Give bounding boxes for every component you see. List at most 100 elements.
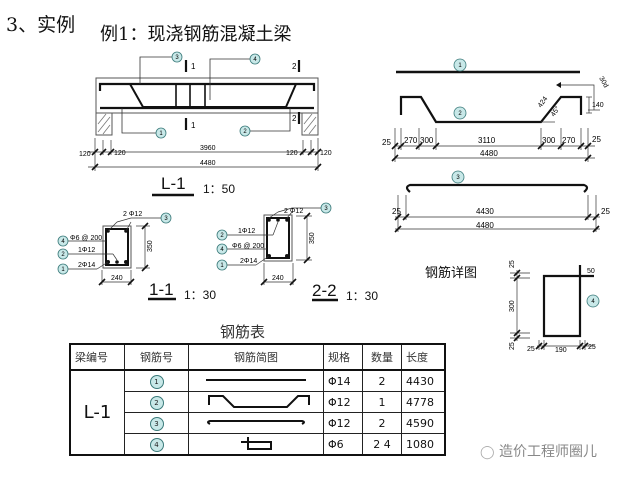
callout-s1-2: 2 xyxy=(57,248,69,260)
table-row: 4 Φ6 2 4 1080 xyxy=(70,433,446,456)
rebar-table-title: 钢筋表 xyxy=(220,323,266,341)
watermark-text: 造价工程师圈儿 xyxy=(499,444,598,460)
callout-s2-2: 2 xyxy=(216,229,228,241)
callout-elev-3: 3 xyxy=(171,51,183,63)
section-mark-2-bottom: 2 xyxy=(292,114,297,123)
length-cell: 4778 xyxy=(401,391,446,413)
svg-text:2: 2 xyxy=(243,129,247,135)
rebar-3-detail: 25 4430 25 4480 xyxy=(392,183,610,233)
dim-v-300: 300 xyxy=(509,300,516,312)
section-1-1: 2 Φ12 Φ6 @ 200 1Φ12 2Φ14 240 350 xyxy=(66,211,162,286)
anchor-length: 30d xyxy=(597,76,609,90)
section-mark-1-bottom: 1 xyxy=(191,121,196,130)
col-header-bar-no: 钢筋号 xyxy=(124,343,189,371)
dim-300-left: 300 xyxy=(420,136,434,145)
qty-cell: 2 xyxy=(362,369,402,392)
dim-25-right: 25 xyxy=(601,207,610,216)
bend-angle: 45° xyxy=(549,105,562,118)
dim-270-right: 270 xyxy=(562,136,576,145)
svg-text:3: 3 xyxy=(164,216,168,222)
dim-25-left: 25 xyxy=(382,138,391,147)
svg-text:1: 1 xyxy=(61,267,65,273)
callout-s1-1: 1 xyxy=(57,263,69,275)
label-stirrup: Φ6 @ 200 xyxy=(70,235,102,242)
section-1-scale: 1：30 xyxy=(184,288,217,302)
callout-bar-3: 3 xyxy=(451,170,465,184)
dim-h-25-right: 25 xyxy=(588,344,596,351)
callout-bar-4: 4 xyxy=(586,294,600,308)
dim-diagonal: 424 xyxy=(537,95,549,109)
stirrups xyxy=(175,84,206,107)
dim-h-25-left: 25 xyxy=(527,346,535,353)
sketch-hooked xyxy=(188,412,324,434)
svg-text:3: 3 xyxy=(175,55,179,61)
svg-text:4: 4 xyxy=(253,57,257,63)
callout-elev-4: 4 xyxy=(249,53,261,65)
left-support xyxy=(95,112,113,136)
label-bottom-bars: 2Φ14 xyxy=(78,262,95,269)
section-mark-2-top: 2 xyxy=(292,62,297,71)
bar-number-badge: 3 xyxy=(149,416,164,431)
length-cell: 1080 xyxy=(401,433,446,456)
col-header-qty: 数量 xyxy=(362,343,402,371)
beam-outline xyxy=(95,77,319,114)
col-header-sketch: 钢筋简图 xyxy=(188,343,324,371)
dim-3110: 3110 xyxy=(478,136,496,145)
elevation-scale: 1：50 xyxy=(203,182,236,196)
spec-cell: Φ6 xyxy=(323,433,363,456)
section-mark-1-top: 1 xyxy=(191,62,196,71)
bar-number-badge: 1 xyxy=(149,374,164,389)
dim-hook-50: 50 xyxy=(587,268,595,275)
section-2-2: 2 Φ12 1Φ12 Φ6 @ 200 2Φ14 240 350 xyxy=(226,207,322,286)
right-support xyxy=(301,112,319,136)
qty-cell: 2 4 xyxy=(362,433,402,456)
dim-total: 4480 xyxy=(480,149,498,158)
length-cell: 4590 xyxy=(401,412,446,434)
rebar-2-detail: 25 270 300 3110 300 270 25 4480 424 45° … xyxy=(382,76,609,162)
svg-text:1: 1 xyxy=(458,63,462,69)
rebar-2-line xyxy=(110,83,312,108)
table-row: L-1 1 Φ14 2 4430 xyxy=(69,369,446,456)
elevation-name: L-1 xyxy=(161,174,186,193)
dim-height: 350 xyxy=(309,232,316,244)
svg-text:3: 3 xyxy=(456,175,460,181)
dim-v-25-top: 25 xyxy=(509,260,516,268)
dim-total-4480: 4480 xyxy=(200,160,216,167)
sketch-straight xyxy=(188,369,324,392)
col-header-beam: 梁编号 xyxy=(69,343,125,371)
dim-270-left: 270 xyxy=(404,136,418,145)
callout-s2-1: 1 xyxy=(216,259,228,271)
beam-elevation: 1 1 2 2 120 120 3960 120 120 4480 xyxy=(79,56,332,171)
dim-right-120-a: 120 xyxy=(286,150,298,157)
dim-total: 4480 xyxy=(476,221,494,230)
section-2-name: 2-2 xyxy=(312,281,337,300)
callout-elev-2: 2 xyxy=(239,125,251,137)
svg-text:4: 4 xyxy=(220,247,224,253)
callout-bar-1: 1 xyxy=(453,58,467,72)
svg-text:1: 1 xyxy=(220,263,224,269)
rebar-detail-title: 钢筋详图 xyxy=(425,266,478,281)
callout-s1-3: 3 xyxy=(160,212,172,224)
label-bent-bar: 1Φ12 xyxy=(238,228,255,235)
label-bent-bar: 1Φ12 xyxy=(78,247,95,254)
length-cell: 4430 xyxy=(401,369,446,392)
bar-number-badge: 2 xyxy=(149,395,164,410)
dim-hook: 140 xyxy=(592,102,604,109)
dim-4430: 4430 xyxy=(476,207,494,216)
dim-v-25-bottom: 25 xyxy=(509,342,516,350)
svg-text:2: 2 xyxy=(220,233,224,239)
spec-cell: Φ14 xyxy=(323,369,363,392)
spec-cell: Φ12 xyxy=(323,391,363,413)
qty-cell: 1 xyxy=(362,391,402,413)
label-top-bars: 2 Φ12 xyxy=(284,208,303,215)
rebar-schedule-table: 梁编号 钢筋号 钢筋简图 规格 数量 长度 L-1 1 Φ14 2 4430 2… xyxy=(69,343,446,456)
dim-width: 240 xyxy=(272,275,284,282)
dim-left-120-a: 120 xyxy=(79,151,91,158)
svg-text:4: 4 xyxy=(61,239,65,245)
table-row: 3 Φ12 2 4590 xyxy=(70,412,446,434)
dim-left-120-b: 120 xyxy=(114,150,126,157)
table-header-row: 梁编号 钢筋号 钢筋简图 规格 数量 长度 xyxy=(69,343,446,371)
col-header-length: 长度 xyxy=(401,343,446,371)
svg-text:1: 1 xyxy=(159,131,163,137)
